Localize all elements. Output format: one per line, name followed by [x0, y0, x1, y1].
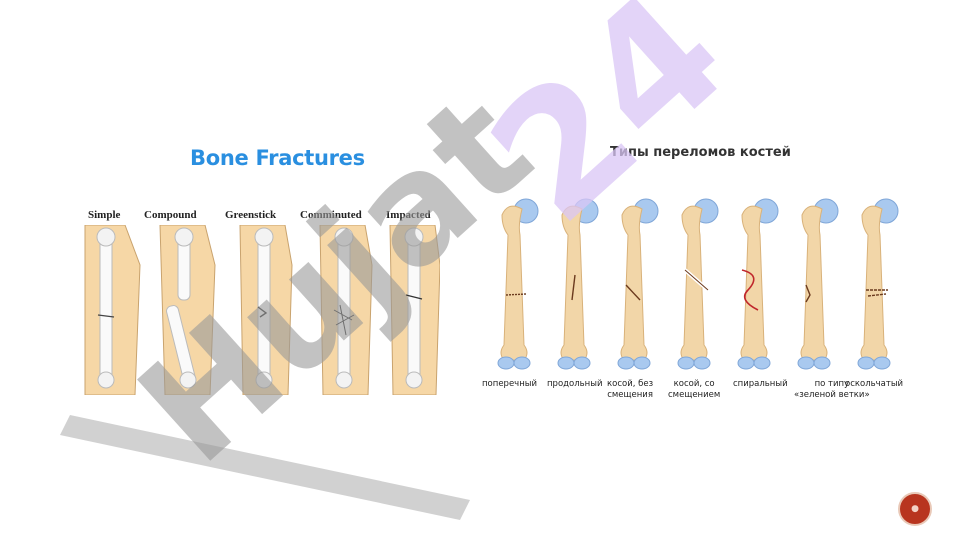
arm-comminuted — [319, 225, 373, 395]
bone-fractures-title: Bone Fractures — [190, 146, 365, 170]
fracture-types-title: Типы переломов костей — [610, 145, 791, 160]
label-spiral: спиральный — [733, 379, 788, 389]
arm-simple — [84, 225, 141, 395]
label-greenstick-ru: по типу«зеленой ветки» — [794, 379, 870, 400]
femur-greenstick — [797, 198, 839, 370]
watermark-underline — [60, 415, 470, 520]
femur-transverse — [497, 198, 539, 370]
label-impacted: Impacted — [386, 209, 431, 221]
label-longitudinal: продольный — [547, 379, 603, 389]
femur-fracture-illustrations — [497, 198, 899, 370]
femur-spiral — [737, 198, 779, 370]
label-transverse: поперечный — [482, 379, 537, 389]
femur-oblique — [617, 198, 659, 370]
label-comminuted-ru: оскольчатый — [845, 379, 904, 389]
slide-number-button[interactable]: ● — [898, 492, 932, 526]
femur-oblique-displaced — [677, 198, 719, 370]
label-compound: Compound — [144, 209, 197, 221]
arm-fracture-illustrations — [84, 225, 440, 395]
arm-impacted — [389, 225, 440, 395]
femur-comminuted — [857, 198, 899, 370]
arm-compound — [159, 225, 216, 395]
arm-greenstick — [239, 225, 293, 395]
slide-number-icon: ● — [911, 504, 919, 514]
label-comminuted: Comminuted — [300, 209, 362, 221]
label-greenstick: Greenstick — [225, 209, 277, 221]
label-simple: Simple — [88, 209, 121, 221]
femur-longitudinal — [557, 198, 599, 370]
